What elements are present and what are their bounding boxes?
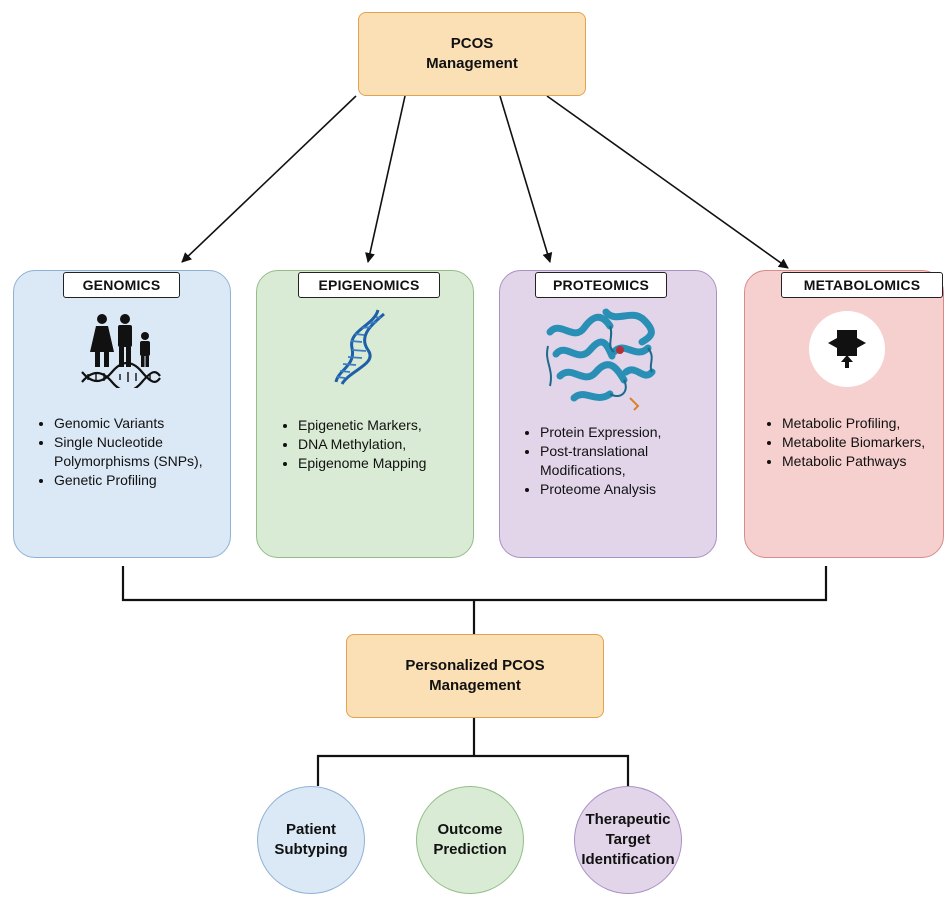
proteomics-label: PROTEOMICS: [535, 272, 667, 298]
genomics-label: GENOMICS: [63, 272, 180, 298]
bullet-item: Post-translational Modifications,: [540, 442, 735, 480]
metabolomics-list: Metabolic Profiling,Metabolite Biomarker…: [760, 414, 946, 471]
bullet-item: Epigenetic Markers,: [298, 416, 488, 435]
protein-structure-icon: [540, 302, 660, 418]
split-bracket: [318, 718, 628, 786]
outcome-prediction-circle: Outcome Prediction: [416, 786, 524, 894]
bullet-item: Proteome Analysis: [540, 480, 735, 499]
bullet-item: Protein Expression,: [540, 423, 735, 442]
family-dna-icon: [80, 312, 162, 388]
bullet-item: Metabolite Biomarkers,: [782, 433, 946, 452]
pcos-management-box: PCOS Management: [358, 12, 586, 96]
arrow-to-proteomics: [500, 96, 550, 262]
metabolism-arrows-icon: [808, 310, 886, 388]
bullet-item: Genetic Profiling: [54, 471, 244, 490]
bullet-item: Metabolic Profiling,: [782, 414, 946, 433]
outcome-prediction-label: Outcome Prediction: [433, 820, 506, 860]
bullet-item: Single Nucleotide Polymorphisms (SNPs),: [54, 433, 244, 471]
arrow-to-genomics: [182, 96, 356, 262]
metabolomics-label: METABOLOMICS: [781, 272, 943, 298]
pcos-management-title: PCOS Management: [426, 34, 518, 74]
bullet-item: Metabolic Pathways: [782, 452, 946, 471]
patient-subtyping-label: Patient Subtyping: [274, 820, 347, 860]
epigenomics-label: EPIGENOMICS: [298, 272, 440, 298]
dna-helix-icon: [328, 306, 388, 386]
merge-bracket: [123, 566, 826, 634]
arrow-to-epigenomics: [368, 96, 405, 262]
bullet-item: DNA Methylation,: [298, 435, 488, 454]
therapeutic-target-circle: Therapeutic Target Identification: [574, 786, 682, 894]
epigenomics-list: Epigenetic Markers,DNA Methylation,Epige…: [276, 416, 488, 473]
proteomics-list: Protein Expression,Post-translational Mo…: [518, 423, 735, 499]
personalized-management-title: Personalized PCOS Management: [405, 656, 544, 696]
bullet-item: Genomic Variants: [54, 414, 244, 433]
bullet-item: Epigenome Mapping: [298, 454, 488, 473]
therapeutic-target-label: Therapeutic Target Identification: [581, 810, 674, 870]
genomics-list: Genomic VariantsSingle Nucleotide Polymo…: [32, 414, 244, 490]
arrow-to-metabolomics: [547, 96, 788, 268]
personalized-management-box: Personalized PCOS Management: [346, 634, 604, 718]
patient-subtyping-circle: Patient Subtyping: [257, 786, 365, 894]
